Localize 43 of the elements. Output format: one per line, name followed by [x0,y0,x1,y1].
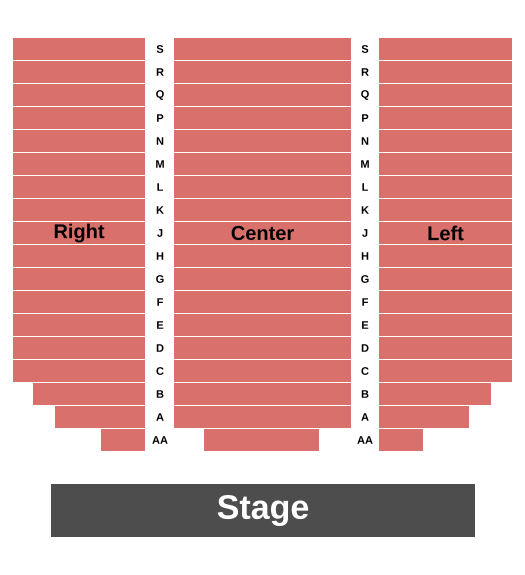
node-label: Center [232,226,294,240]
row-letter: H [362,252,368,260]
row-letter: J [362,229,368,237]
row-letter: L [362,183,368,191]
row-letter: R [156,68,164,76]
row-letter: C [361,367,369,375]
row-letter: AA [152,436,168,444]
seating-section: Right [13,38,145,451]
row-letter: J [157,229,162,237]
row-letter: G [156,275,164,283]
node-label: Right [54,224,104,242]
row-letter: P [157,114,164,122]
row-letter: B [362,390,368,398]
row-letter: R [362,68,369,76]
row-letter: P [362,114,368,122]
row-letter: AA [357,436,373,444]
row-letter: C [156,367,164,375]
row-letter: A [361,413,369,421]
seating-section: Left [379,38,512,451]
row-letter: M [156,160,164,168]
row-letter: E [157,321,164,329]
row-letter: H [156,252,164,260]
row-letter: K [362,206,369,214]
row-letter: B [156,390,164,398]
row-letter: N [156,137,164,145]
row-letter: M [361,160,369,168]
row-letter: G [361,275,369,283]
row-letter: S [156,45,164,53]
row-letter: Q [156,90,164,100]
row-letter: L [157,183,164,191]
row-letter: F [362,298,368,306]
row-letter: D [362,344,369,352]
row-letter: Q [361,90,369,100]
row-letter: A [156,413,164,421]
stage: Stage [51,484,475,537]
row-letter: N [362,137,368,145]
row-letter: E [362,321,368,329]
seating-section: Center [174,38,351,451]
row-letter: D [156,344,164,352]
row-letter: K [156,206,164,214]
node-label: Left [428,226,464,240]
row-letter: S [362,45,368,53]
row-letter: F [157,298,163,306]
